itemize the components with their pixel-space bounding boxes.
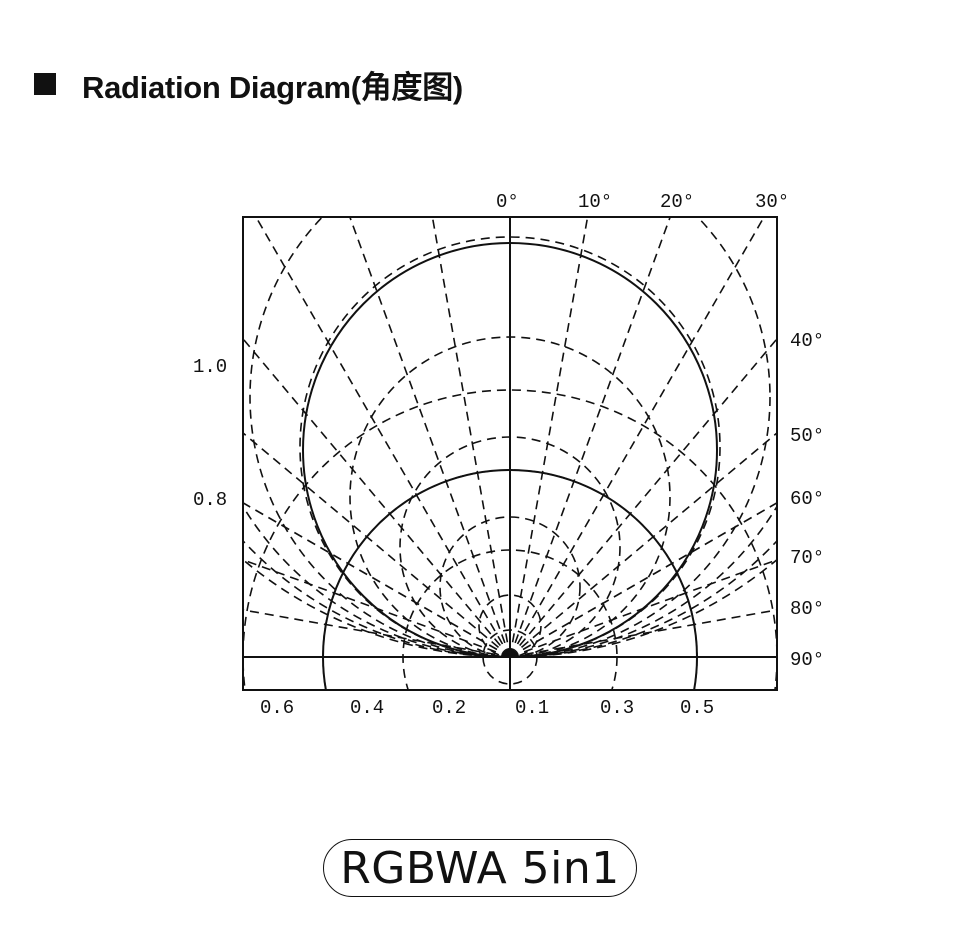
grid-radial-line bbox=[509, 558, 777, 658]
grid-radial-line bbox=[509, 217, 765, 658]
grid-radial-line bbox=[243, 558, 511, 658]
scale-label-0-4: 0.4 bbox=[350, 697, 384, 719]
grid-radial-line bbox=[509, 431, 777, 658]
angle-label-30: 30° bbox=[755, 191, 789, 213]
grid-radial-line bbox=[431, 217, 511, 658]
grid-radial-line bbox=[509, 217, 671, 658]
scale-label-0-5: 0.5 bbox=[680, 697, 714, 719]
angle-label-0: 0° bbox=[496, 191, 519, 213]
page-heading: Radiation Diagram(角度图) bbox=[34, 62, 463, 106]
polar-grid bbox=[243, 217, 777, 690]
radiation-pattern-curve bbox=[302, 242, 718, 658]
grid-radial-line bbox=[255, 217, 511, 658]
grid-radial-line bbox=[243, 431, 511, 658]
plot-frame bbox=[242, 216, 778, 691]
radiation-pattern bbox=[243, 217, 777, 690]
product-badge: RGBWA 5in1 bbox=[323, 839, 637, 897]
page-title: Radiation Diagram(角度图) bbox=[82, 69, 463, 105]
scale-label-0-3: 0.3 bbox=[600, 697, 634, 719]
angle-label-80: 80° bbox=[790, 598, 824, 620]
angle-label-50: 50° bbox=[790, 425, 824, 447]
square-bullet-icon bbox=[34, 73, 56, 95]
scale-label-1-0: 1.0 bbox=[193, 356, 227, 378]
scale-label-0-6: 0.6 bbox=[260, 697, 294, 719]
angle-label-10: 10° bbox=[578, 191, 612, 213]
scale-label-0-8: 0.8 bbox=[193, 489, 227, 511]
grid-intensity-arc bbox=[299, 236, 721, 658]
angle-label-60: 60° bbox=[790, 488, 824, 510]
grid-radial-line bbox=[349, 217, 511, 658]
scale-arc-solid bbox=[322, 469, 698, 690]
scale-label-0-2: 0.2 bbox=[432, 697, 466, 719]
angle-label-20: 20° bbox=[660, 191, 694, 213]
scale-label-0-1: 0.1 bbox=[515, 697, 549, 719]
grid-radial-line bbox=[243, 501, 511, 658]
grid-radial-line bbox=[509, 609, 777, 658]
angle-label-70: 70° bbox=[790, 547, 824, 569]
grid-radial-line bbox=[509, 337, 777, 658]
grid-radial-line bbox=[243, 609, 511, 658]
angle-label-40: 40° bbox=[790, 330, 824, 352]
grid-radial-line bbox=[509, 217, 589, 658]
grid-radial-line bbox=[509, 501, 777, 658]
angle-label-90: 90° bbox=[790, 649, 824, 671]
grid-radial-line bbox=[243, 337, 511, 658]
